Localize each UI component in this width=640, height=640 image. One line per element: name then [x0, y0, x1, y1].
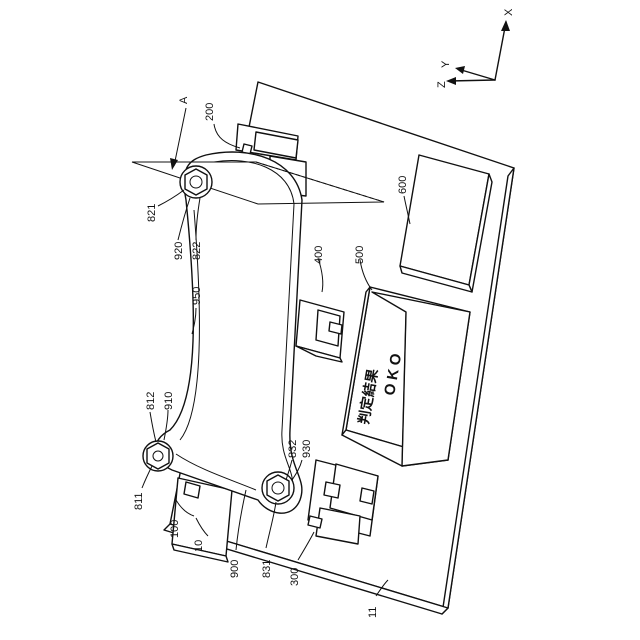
- ref-822: 822: [191, 242, 203, 260]
- leader-812: [150, 412, 156, 442]
- z-axis-label: Z: [436, 81, 448, 88]
- ref-10: 10: [193, 540, 205, 552]
- section-arrowhead-a: [170, 158, 178, 170]
- ref-600: 600: [397, 176, 409, 194]
- block-300-notch: [324, 482, 340, 498]
- y-axis-arrowhead: [455, 66, 465, 74]
- ref-910: 910: [163, 392, 175, 410]
- ref-900: 900: [229, 560, 241, 578]
- ref-821: 821: [146, 204, 158, 222]
- section-label-a: A: [178, 96, 190, 104]
- ref-300: 300: [289, 568, 301, 586]
- bolt-821: [180, 166, 212, 198]
- ref-200: 200: [204, 103, 216, 121]
- belt-loop-950: [155, 152, 302, 513]
- ref-812: 812: [145, 392, 157, 410]
- leader-811: [142, 466, 152, 488]
- ref-811: 811: [133, 492, 145, 510]
- ref-500: 500: [354, 246, 366, 264]
- nut-811: [147, 443, 169, 469]
- section-arrow-a: [174, 108, 186, 166]
- ref-930: 930: [301, 440, 313, 458]
- block-400-notch: [329, 322, 342, 334]
- bolt-831: [262, 472, 294, 504]
- leader-821: [158, 190, 184, 206]
- clamp-block-300: [308, 460, 378, 544]
- ref-920: 920: [173, 242, 185, 260]
- x-axis-arrowhead: [501, 20, 510, 31]
- ref-832: 832: [287, 440, 299, 458]
- block-300-notch-2: [360, 488, 374, 504]
- axis-triad: X Y Z: [436, 8, 515, 88]
- y-axis-label: Y: [440, 60, 452, 68]
- block-300-pin: [308, 516, 322, 528]
- ref-400: 400: [313, 246, 325, 264]
- ref-831: 831: [261, 560, 273, 578]
- ref-11: 11: [367, 607, 379, 618]
- nut-821: [185, 169, 207, 195]
- nut-831: [267, 475, 289, 501]
- ref-100: 100: [169, 520, 181, 538]
- bolt-811: [143, 441, 173, 471]
- ref-950: 950: [191, 287, 203, 305]
- x-axis-label: X: [503, 8, 515, 16]
- belt-loop-outer: [155, 152, 302, 513]
